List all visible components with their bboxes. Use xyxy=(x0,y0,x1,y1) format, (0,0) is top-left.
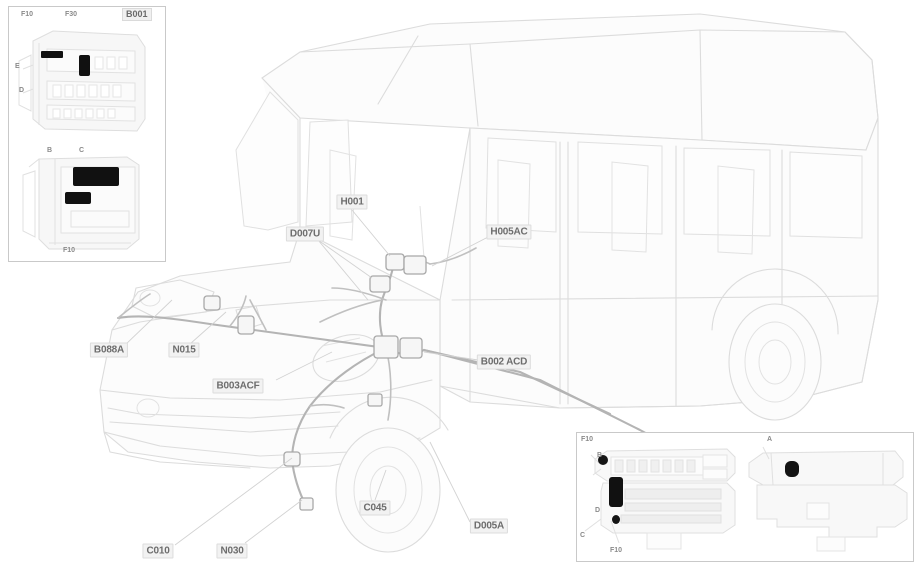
inset-br-label-f10-b: F10 xyxy=(610,547,623,554)
inset-bottom-right: .j-ln{fill:none;stroke:#e0e0e0;stroke-wi… xyxy=(576,432,914,562)
highlight-block-4 xyxy=(65,192,91,204)
callout-n015[interactable]: N015 xyxy=(168,342,200,358)
inset-tl-label-b: B xyxy=(47,147,53,154)
inset-tl-label-f10-b: F10 xyxy=(63,247,76,254)
inset-tl-label-f10-a: F10 xyxy=(21,11,34,18)
callout-b003acf[interactable]: B003ACF xyxy=(212,378,264,394)
inset-br-label-f10-a: F10 xyxy=(581,436,594,443)
callout-b002acd[interactable]: B002 ACD xyxy=(476,354,532,370)
inset-bottom-right-art: .j-ln{fill:none;stroke:#e0e0e0;stroke-wi… xyxy=(584,446,908,552)
highlight-block-5 xyxy=(609,477,623,507)
inset-top-left-title: B001 xyxy=(122,8,152,21)
callout-n030[interactable]: N030 xyxy=(216,543,248,559)
callout-b088a[interactable]: B088A xyxy=(89,342,129,358)
callout-c045[interactable]: C045 xyxy=(359,500,391,516)
inset-top-left-art: .i-ln{fill:none;stroke:#e0e0e0;stroke-wi… xyxy=(18,30,146,250)
callout-h001[interactable]: H001 xyxy=(336,194,368,210)
callout-h005ac[interactable]: H005AC xyxy=(486,224,532,240)
inset-tl-label-c: C xyxy=(79,147,85,154)
inset-top-left: .i-ln{fill:none;stroke:#e0e0e0;stroke-wi… xyxy=(8,6,166,262)
inset-br-label-c: C xyxy=(580,532,586,539)
inset-br-label-d: D xyxy=(595,507,601,514)
callout-c010[interactable]: C010 xyxy=(142,543,174,559)
inset-br-label-b: B xyxy=(597,452,603,459)
highlight-block-3 xyxy=(73,167,119,186)
highlight-block-1 xyxy=(41,51,63,58)
highlight-block-2 xyxy=(79,55,90,76)
callout-leaders xyxy=(123,209,491,546)
callout-d005a[interactable]: D005A xyxy=(469,518,509,534)
callout-d007u[interactable]: D007U xyxy=(285,226,325,242)
inset-br-label-a: A xyxy=(767,436,773,443)
inset-tl-label-f30: F30 xyxy=(65,11,78,18)
van-body-outline xyxy=(99,13,879,553)
highlight-dot-2 xyxy=(612,515,620,524)
highlight-dot-1 xyxy=(598,455,608,465)
inset-tl-label-d: D xyxy=(19,87,25,94)
highlight-dot-3 xyxy=(785,461,799,477)
inset-tl-label-e: E xyxy=(15,63,20,70)
